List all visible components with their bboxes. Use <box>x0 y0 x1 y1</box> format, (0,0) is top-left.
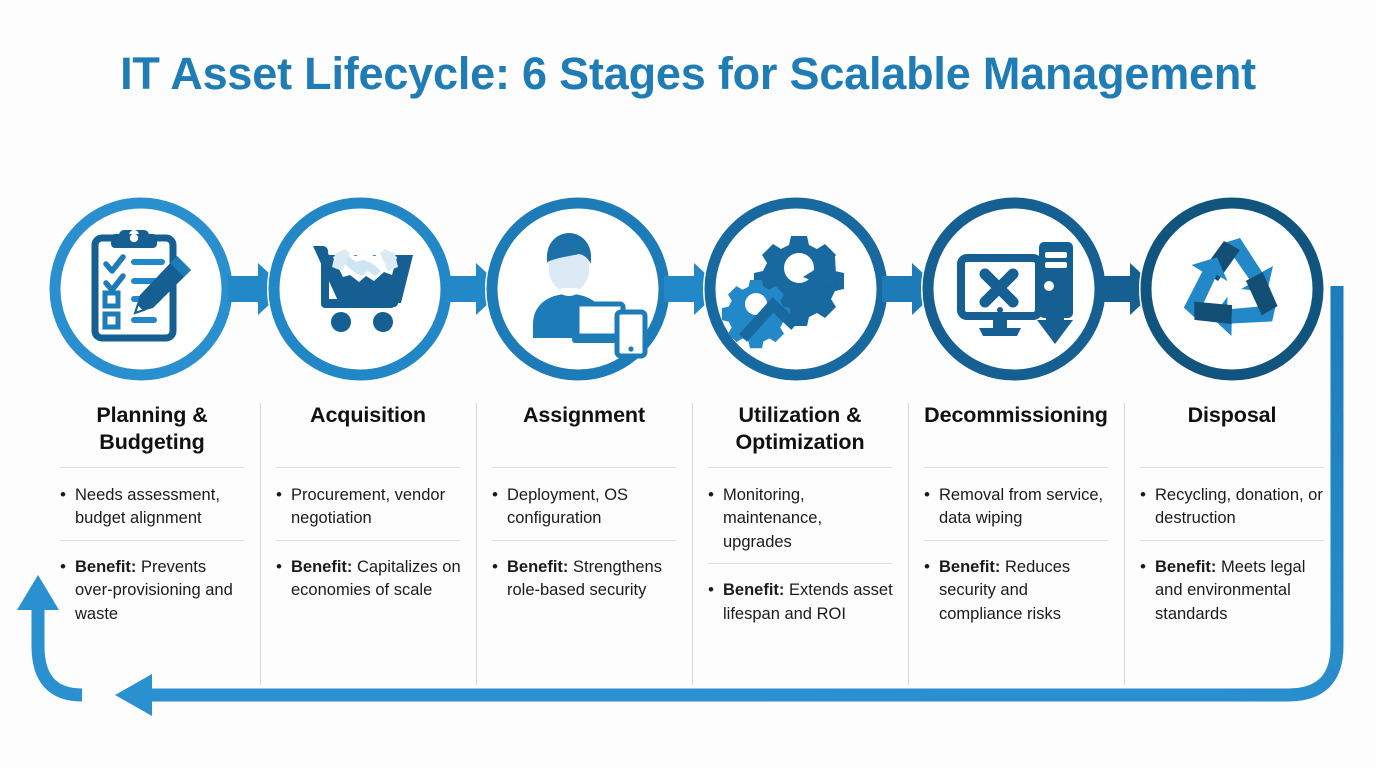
stage-circle-decommissioning[interactable] <box>921 196 1107 382</box>
divider <box>708 563 892 565</box>
stage-benefit: Benefit: Reduces security and compliance… <box>922 555 1110 626</box>
stage-activity: Recycling, donation, or destruction <box>1138 483 1326 531</box>
stage-title: Assignment <box>522 403 646 427</box>
stage-column-planning-budgeting: Planning & Budgeting Needs assessment, b… <box>44 400 260 690</box>
stage-activity: Procurement, vendor negotiation <box>274 483 462 531</box>
stage-benefit: Benefit: Extends asset lifespan and ROI <box>706 578 894 626</box>
stage-title: Decommissioning <box>924 403 1108 427</box>
page-title: IT Asset Lifecycle: 6 Stages for Scalabl… <box>120 48 1256 99</box>
divider <box>708 467 892 468</box>
benefit-text: Strengthens role-based security <box>507 557 662 600</box>
benefit-text: Reduces security and compliance risks <box>939 557 1071 623</box>
divider <box>1140 467 1324 468</box>
user-devices-icon <box>486 197 670 381</box>
divider <box>60 467 244 468</box>
benefit-label: Benefit: <box>507 557 569 576</box>
benefit-label: Benefit: <box>939 557 1001 576</box>
monitor-error-server-download-icon <box>922 197 1106 381</box>
clipboard-checklist-pencil-icon <box>49 197 233 381</box>
stage-circle-disposal[interactable] <box>1139 196 1325 382</box>
stage-column-acquisition: Acquisition Procurement, vendor negotiat… <box>260 400 476 690</box>
stage-column-disposal: Disposal Recycling, donation, or destruc… <box>1124 400 1340 690</box>
benefit-label: Benefit: <box>1155 557 1217 576</box>
divider <box>1140 539 1324 541</box>
divider <box>924 467 1108 468</box>
divider <box>492 467 676 468</box>
divider <box>492 539 676 541</box>
stage-title: Utilization & Optimization <box>735 403 865 455</box>
stage-circle-planning-budgeting[interactable] <box>48 196 234 382</box>
stage-activity: Monitoring, maintenance, upgrades <box>706 483 894 554</box>
stage-circle-utilization-optimization[interactable] <box>703 196 889 382</box>
stage-benefit: Benefit: Prevents over-provisioning and … <box>58 555 246 626</box>
gears-growth-arrow-icon <box>704 197 888 381</box>
benefit-label: Benefit: <box>723 581 785 600</box>
benefit-text: Meets legal and environmental standards <box>1155 557 1306 623</box>
stage-benefit: Benefit: Capitalizes on economies of sca… <box>274 555 462 603</box>
stage-circle-acquisition[interactable] <box>267 196 453 382</box>
stage-title: Acquisition <box>310 403 426 427</box>
stage-circle-row <box>48 196 1336 386</box>
stage-circle-assignment[interactable] <box>485 196 671 382</box>
shopping-cart-handshake-icon <box>268 197 452 381</box>
benefit-label: Benefit: <box>75 557 137 576</box>
stage-activity: Deployment, OS configuration <box>490 483 678 531</box>
stage-activity: Needs assessment, budget alignment <box>58 483 246 531</box>
divider <box>276 467 460 468</box>
stage-column-assignment: Assignment Deployment, OS configuration … <box>476 400 692 690</box>
benefit-text: Capitalizes on economies of scale <box>291 557 461 600</box>
stage-benefit: Benefit: Meets legal and environmental s… <box>1138 555 1326 626</box>
benefit-text: Prevents over-provisioning and waste <box>75 557 233 623</box>
stage-title: Planning & Budgeting <box>96 403 208 455</box>
benefit-label: Benefit: <box>291 557 353 576</box>
stage-column-decommissioning: Decommissioning Removal from service, da… <box>908 400 1124 690</box>
divider <box>276 539 460 541</box>
divider <box>60 539 244 541</box>
recycling-icon <box>1140 197 1324 381</box>
stage-column-utilization-optimization: Utilization & Optimization Monitoring, m… <box>692 400 908 690</box>
stage-title: Disposal <box>1187 403 1277 427</box>
benefit-text: Extends asset lifespan and ROI <box>723 581 893 623</box>
stage-activity: Removal from service, data wiping <box>922 483 1110 531</box>
stage-benefit: Benefit: Strengthens role-based security <box>490 555 678 603</box>
divider <box>924 539 1108 541</box>
stage-detail-columns: Planning & Budgeting Needs assessment, b… <box>44 400 1340 690</box>
